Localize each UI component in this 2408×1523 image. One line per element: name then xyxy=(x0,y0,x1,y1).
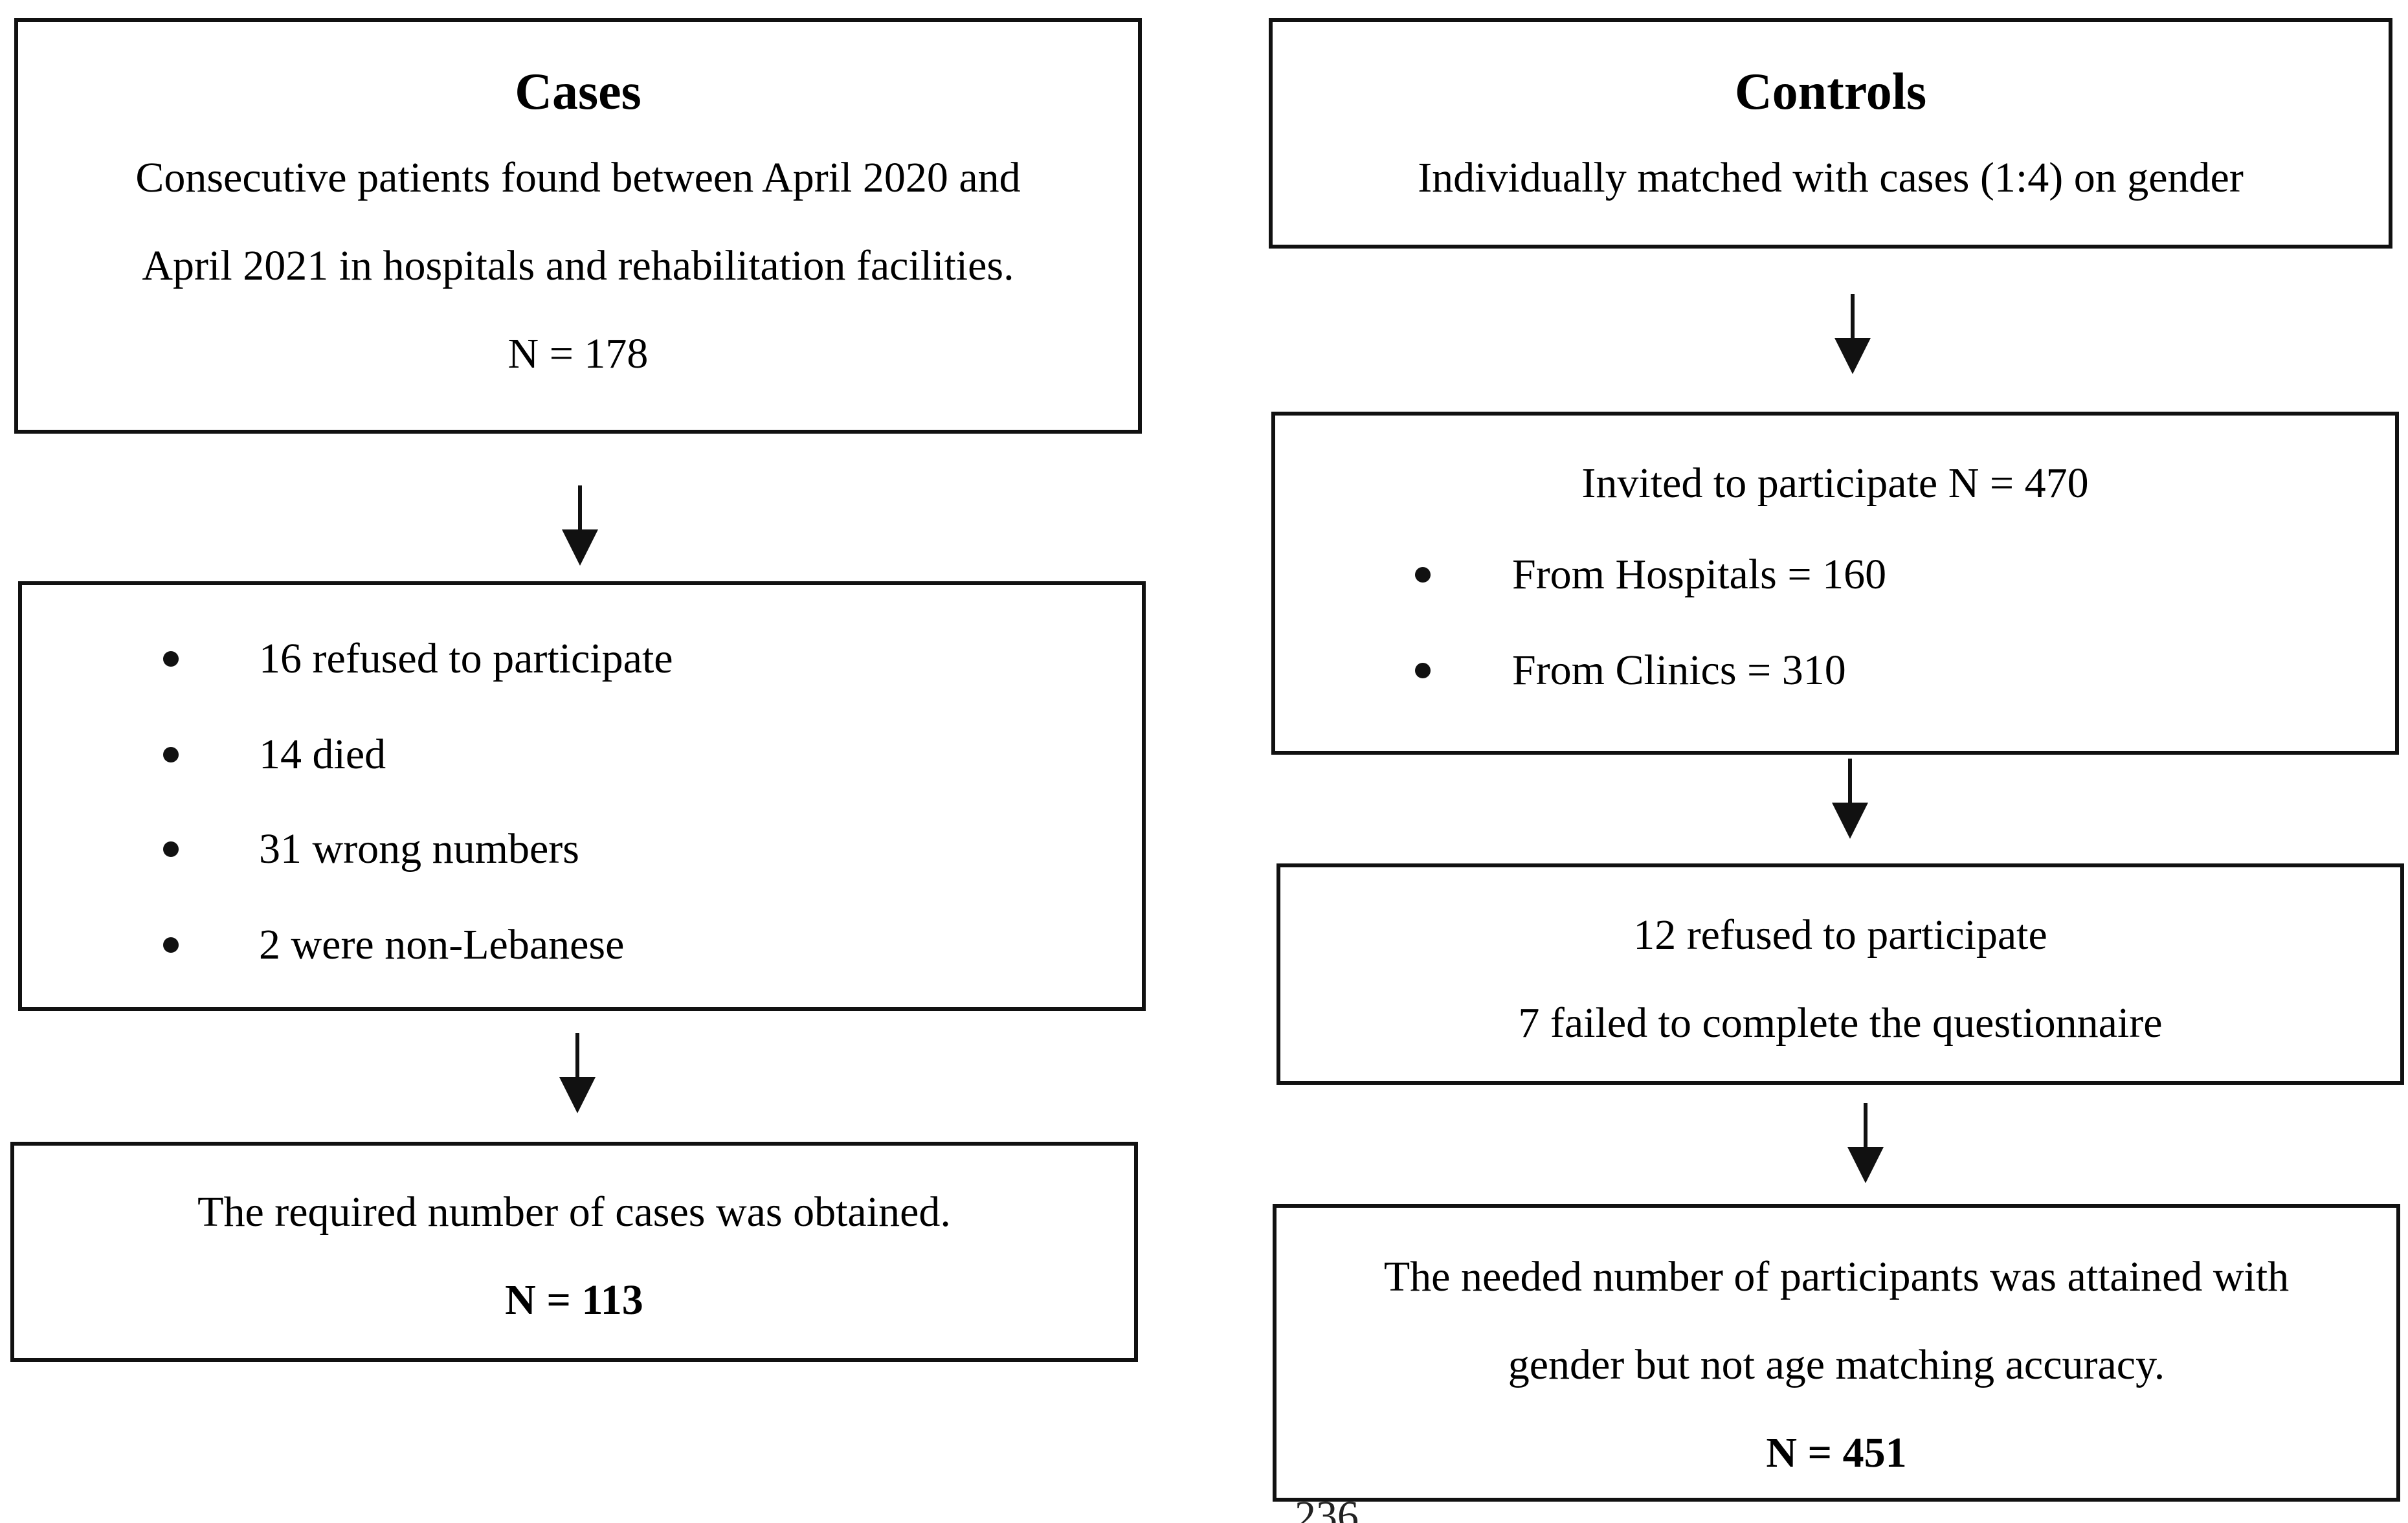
controls-header-box: Controls Individually matched with cases… xyxy=(1269,18,2392,249)
cases-description-line-2: April 2021 in hospitals and rehabilitati… xyxy=(142,242,1014,289)
controls-result-box: The needed number of participants was at… xyxy=(1273,1204,2400,1502)
cases-result-box: The required number of cases was obtaine… xyxy=(10,1142,1138,1362)
bullet-icon xyxy=(1415,663,1431,678)
cases-arrow-2 xyxy=(558,1033,597,1113)
controls-description: Individually matched with cases (1:4) on… xyxy=(1418,154,2244,201)
bullet-icon xyxy=(1415,567,1431,583)
controls-arrow-3 xyxy=(1846,1103,1885,1183)
controls-result-line-1: The needed number of participants was at… xyxy=(1383,1253,2290,1300)
cases-total-count: N = 178 xyxy=(507,330,649,377)
cases-final-count: N = 113 xyxy=(505,1276,643,1324)
cases-exclusion-item: 31 wrong numbers xyxy=(22,823,1142,875)
controls-refused-text: 12 refused to participate xyxy=(1633,911,2047,959)
controls-final-count: N = 451 xyxy=(1766,1429,1907,1476)
page-number-fragment: 236 xyxy=(1295,1495,1359,1523)
cases-exclusion-text: 2 were non-Lebanese xyxy=(259,921,625,968)
controls-failed-text: 7 failed to complete the questionnaire xyxy=(1518,999,2163,1047)
cases-exclusion-item: 16 refused to participate xyxy=(22,633,1142,685)
cases-exclusion-item: 14 died xyxy=(22,729,1142,781)
cases-exclusions-box: 16 refused to participate 14 died 31 wro… xyxy=(18,581,1146,1011)
controls-arrow-2 xyxy=(1831,759,1869,839)
controls-title: Controls xyxy=(1734,63,1927,120)
cases-exclusion-text: 31 wrong numbers xyxy=(259,825,579,873)
controls-source-item: From Clinics = 310 xyxy=(1275,645,2395,696)
bullet-icon xyxy=(163,651,179,667)
cases-description-line-1: Consecutive patients found between April… xyxy=(135,154,1021,201)
cases-exclusion-text: 14 died xyxy=(259,731,386,778)
controls-invited-box: Invited to participate N = 470 From Hosp… xyxy=(1271,412,2399,755)
bullet-icon xyxy=(163,841,179,857)
controls-source-text: From Hospitals = 160 xyxy=(1512,551,1887,598)
cases-result-text: The required number of cases was obtaine… xyxy=(197,1188,951,1236)
controls-result-line-2: gender but not age matching accuracy. xyxy=(1508,1341,2165,1388)
cases-arrow-1 xyxy=(561,485,599,566)
controls-exclusions-box: 12 refused to participate 7 failed to co… xyxy=(1276,863,2404,1085)
cases-title: Cases xyxy=(515,63,641,120)
cases-exclusion-text: 16 refused to participate xyxy=(259,635,673,682)
bullet-icon xyxy=(163,937,179,953)
controls-source-text: From Clinics = 310 xyxy=(1512,647,1846,694)
bullet-icon xyxy=(163,747,179,762)
controls-arrow-1 xyxy=(1833,294,1872,374)
cases-header-box: Cases Consecutive patients found between… xyxy=(14,18,1142,434)
controls-invited-text: Invited to participate N = 470 xyxy=(1581,460,2089,507)
cases-exclusion-item: 2 were non-Lebanese xyxy=(22,919,1142,971)
controls-source-item: From Hospitals = 160 xyxy=(1275,549,2395,601)
